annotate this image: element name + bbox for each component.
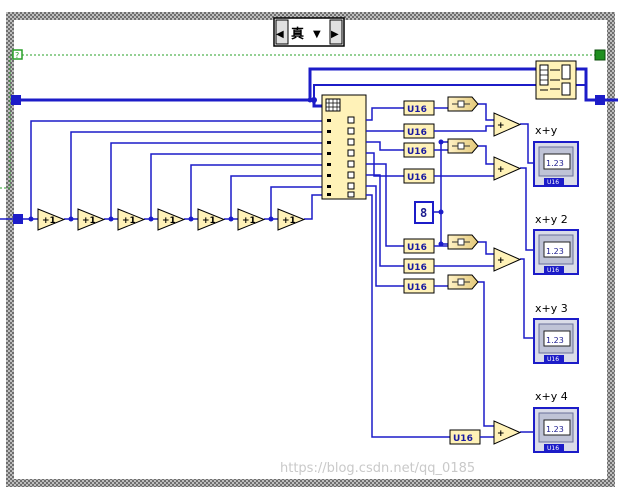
increment-chain: +1 +1 +1 +1 +1 +1 +1 (37, 208, 306, 231)
join-number-group (447, 96, 479, 290)
numeric-indicator[interactable]: 1.23 U16 (533, 229, 579, 275)
svg-text:1.23: 1.23 (546, 425, 564, 434)
watermark: https://blog.csdn.net/qq_0185 (280, 461, 475, 476)
prev-arrow-icon: ◀ (276, 29, 284, 40)
svg-text:U16: U16 (407, 173, 427, 183)
u16-conversion-node[interactable]: U16 (403, 142, 435, 158)
svg-text:U16: U16 (547, 445, 559, 452)
u16-conversion-group: U16 U16 U16 U16 U16 U16 U16 U16 (403, 100, 481, 445)
join-number-node[interactable] (447, 234, 479, 250)
svg-text:+1: +1 (42, 216, 56, 226)
boolean-wire (0, 54, 596, 189)
case-selector-terminal[interactable]: ? (12, 49, 23, 60)
u16-conversion-node[interactable]: U16 (403, 168, 435, 184)
increment-node[interactable]: +1 (37, 208, 66, 231)
add-node[interactable]: + (493, 112, 522, 137)
next-arrow-icon: ▶ (331, 29, 339, 40)
u16-conversion-node[interactable]: U16 (403, 278, 435, 294)
array-function-node[interactable] (535, 60, 577, 100)
join-number-node[interactable] (447, 274, 479, 290)
case-prev-button[interactable] (275, 19, 289, 45)
svg-text:U16: U16 (407, 243, 427, 253)
numeric-indicator[interactable]: 1.23 U16 (533, 407, 579, 453)
svg-text:U16: U16 (547, 267, 559, 274)
u16-conversion-node[interactable]: U16 (403, 238, 435, 254)
svg-text:U16: U16 (407, 263, 427, 273)
svg-text:+1: +1 (162, 216, 176, 226)
svg-text:U16: U16 (547, 179, 559, 186)
numeric-wires (0, 120, 322, 220)
join-number-node[interactable] (447, 96, 479, 112)
svg-text:+1: +1 (122, 216, 136, 226)
dropdown-arrow-icon[interactable]: ▼ (313, 29, 321, 40)
svg-text:U16: U16 (407, 105, 427, 115)
increment-node[interactable]: +1 (237, 208, 266, 231)
case-next-button[interactable] (329, 19, 343, 45)
add-node[interactable]: + (493, 247, 522, 272)
svg-text:U16: U16 (547, 356, 559, 363)
join-number-node[interactable] (447, 138, 479, 154)
constant-value: 8 (420, 206, 427, 220)
svg-text:1.23: 1.23 (546, 159, 564, 168)
increment-node[interactable]: +1 (117, 208, 146, 231)
boolean-tunnel[interactable] (594, 49, 606, 61)
svg-text:+1: +1 (82, 216, 96, 226)
svg-text:1.23: 1.23 (546, 247, 564, 256)
u16-conversion-node[interactable]: U16 (403, 258, 435, 274)
array-output-tunnel[interactable] (595, 95, 605, 105)
indicator-label: x+y 4 (535, 390, 568, 403)
svg-text:+: + (497, 165, 505, 175)
svg-text:U16: U16 (407, 147, 427, 157)
build-array-node[interactable] (321, 94, 367, 200)
numeric-indicator[interactable]: 1.23 U16 (533, 318, 579, 364)
add-node-group: + + + + (493, 112, 522, 445)
indicator-label: x+y 3 (535, 302, 568, 315)
array-input-tunnel[interactable] (11, 95, 21, 105)
increment-node[interactable]: +1 (277, 208, 306, 231)
svg-text:U16: U16 (407, 283, 427, 293)
arith-wires (433, 103, 536, 438)
svg-text:+1: +1 (242, 216, 256, 226)
add-node[interactable]: + (493, 156, 522, 181)
u16-conversion-node[interactable]: U16 (403, 123, 435, 139)
increment-node[interactable]: +1 (77, 208, 106, 231)
svg-text:+: + (497, 121, 505, 131)
indicator-label: x+y (535, 124, 558, 137)
case-selector[interactable]: ◀ 真 ▼ ▶ (273, 17, 345, 47)
numeric-constant[interactable]: 8 (414, 201, 434, 224)
svg-text:+: + (497, 256, 505, 266)
increment-node[interactable]: +1 (157, 208, 186, 231)
indicator-group: x+y 1.23 U16 x+y 2 1.23 U16 x+y 3 1.23 U… (533, 124, 579, 453)
svg-text:U16: U16 (453, 434, 473, 444)
svg-text:+1: +1 (282, 216, 296, 226)
svg-text:?: ? (15, 51, 19, 60)
u16-conversion-node[interactable]: U16 (449, 429, 481, 445)
indicator-label: x+y 2 (535, 213, 568, 226)
svg-text:U16: U16 (407, 128, 427, 138)
add-node[interactable]: + (493, 420, 522, 445)
svg-text:1.23: 1.23 (546, 336, 564, 345)
svg-text:+1: +1 (202, 216, 216, 226)
increment-node[interactable]: +1 (197, 208, 226, 231)
svg-text:+: + (497, 429, 505, 439)
u16-conversion-node[interactable]: U16 (403, 100, 435, 116)
build-array-outputs (347, 116, 355, 198)
build-array-inputs (327, 119, 331, 196)
numeric-indicator[interactable]: 1.23 U16 (533, 141, 579, 187)
conversion-input-wires (366, 107, 450, 438)
case-selector-label: 真 (291, 26, 304, 42)
